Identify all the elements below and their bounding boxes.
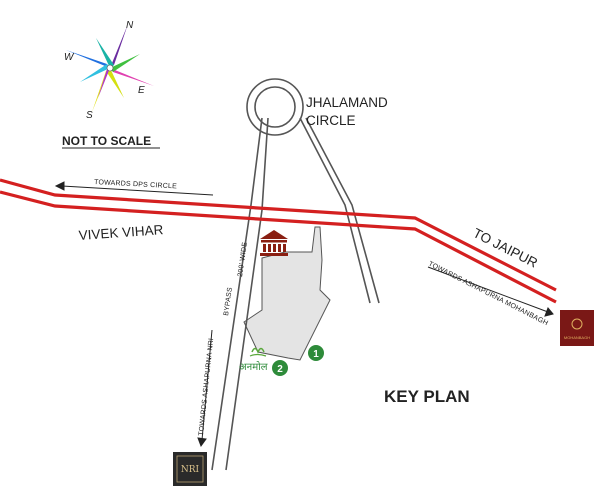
marker-1[interactable]: 1 (308, 345, 324, 361)
nri-logo-text: NRI (181, 465, 200, 475)
scale-note: NOT TO SCALE (62, 134, 151, 148)
landmark-icon (260, 230, 288, 256)
mohanbagh-logo: MOHANBAGH (560, 310, 594, 346)
compass-s-label: S (86, 110, 93, 121)
compass-e-label: E (138, 85, 145, 96)
marker-2-label: 2 (277, 364, 283, 375)
main-road-red (0, 178, 557, 304)
anmol-logo-icon (249, 347, 267, 357)
compass-n-label: N (126, 20, 134, 31)
mohanbagh-logo-text: MOHANBAGH (564, 335, 590, 340)
road-width-label: 200' WIDE (237, 241, 249, 277)
compass-w-label: W (64, 52, 75, 63)
anmol-label: अनमोल (239, 361, 268, 373)
marker-1-label: 1 (313, 349, 319, 360)
compass-rose-icon (66, 24, 154, 112)
key-plan-title: KEY PLAN (384, 387, 470, 406)
direction-arrows (54, 181, 554, 448)
bypass-label: BYPASS (223, 287, 234, 317)
marker-2[interactable]: 2 (272, 360, 288, 376)
vivek-vihar-label: VIVEK VIHAR (78, 222, 164, 243)
jhalamand-label-1: JHALAMAND (306, 95, 388, 110)
towards-nri-label: TOWARDS ASHAPURNA NRI (198, 338, 215, 437)
bypass-road (211, 78, 380, 471)
towards-dps-label: TOWARDS DPS CIRCLE (94, 179, 177, 190)
towards-mohanbagh-label: TOWARDS ASHAPURNA MOHANBAGH (427, 261, 549, 328)
nri-logo: NRI (173, 452, 207, 486)
jhalamand-label-2: CIRCLE (306, 113, 356, 128)
